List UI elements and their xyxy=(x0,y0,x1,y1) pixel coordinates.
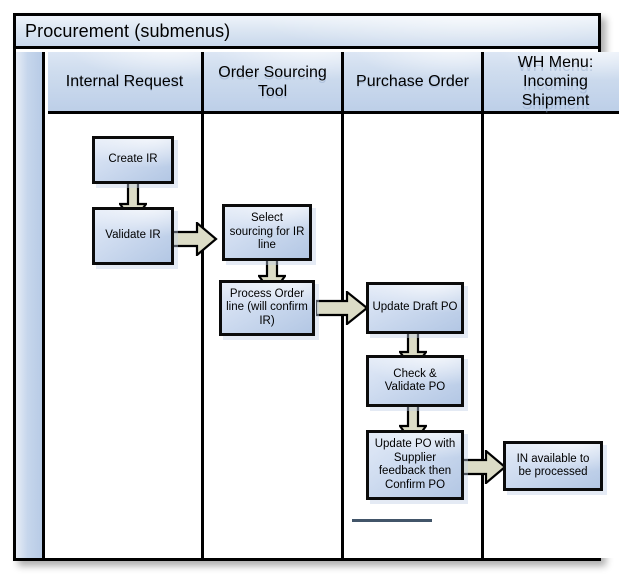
column-header-order-sourcing-tool: Order Sourcing Tool Order Sourcing Tool xyxy=(204,52,341,114)
column-header-internal-request: Internal Request Internal Request xyxy=(48,52,201,114)
edge-update-po-supplier-to-in-available xyxy=(459,450,507,484)
node-label-process-order: Process Order line (will confirm IR) xyxy=(226,287,308,327)
node-label-update-po-supplier: Update PO with Supplier feedback then Co… xyxy=(374,438,456,491)
node-in-available[interactable]: IN available to be processed xyxy=(503,441,603,491)
node-create-ir[interactable]: Create IR xyxy=(92,136,174,184)
node-label-check-validate-po: Check & Validate PO xyxy=(384,367,446,394)
column-header-label-order-sourcing-tool: Order Sourcing Tool xyxy=(218,63,327,100)
swimlane-columns: Internal Request Internal Request Order … xyxy=(48,52,619,558)
node-label-update-draft-po: Update Draft PO xyxy=(372,301,458,314)
render-artifact xyxy=(352,519,432,522)
edge-process-order-to-update-draft-po xyxy=(316,291,369,325)
edge-validate-ir-to-select-sourcing xyxy=(170,222,218,256)
page-title: Procurement (submenus) xyxy=(25,20,231,41)
column-header-purchase-order: Purchase Order Purchase Order xyxy=(344,52,481,114)
swimlane-label-strip xyxy=(16,52,45,558)
node-label-validate-ir: Validate IR xyxy=(105,229,161,242)
swimlane-internal-request: Internal Request Internal Request xyxy=(48,52,204,558)
column-header-label-internal-request: Internal Request xyxy=(65,73,184,90)
node-select-sourcing[interactable]: Select sourcing for IR line xyxy=(222,204,312,261)
node-check-validate-po[interactable]: Check & Validate PO xyxy=(366,355,464,407)
node-label-select-sourcing: Select sourcing for IR line xyxy=(229,212,305,252)
node-label-in-available: IN available to be processed xyxy=(516,452,590,479)
diagram-frame: Procurement (submenus) Internal Request … xyxy=(13,13,619,561)
column-header-label-wh-menu: WH Menu: Incoming Shipment xyxy=(517,54,594,109)
column-header-label-purchase-order: Purchase Order xyxy=(356,73,469,90)
column-header-wh-menu: WH Menu: Incoming Shipment WH Menu: Inco… xyxy=(484,52,619,114)
node-process-order[interactable]: Process Order line (will confirm IR) xyxy=(219,280,315,336)
diagram-title-bar: Procurement (submenus) xyxy=(16,16,598,49)
node-validate-ir[interactable]: Validate IR xyxy=(92,207,174,265)
node-update-po-supplier[interactable]: Update PO with Supplier feedback then Co… xyxy=(366,430,464,500)
node-update-draft-po[interactable]: Update Draft PO xyxy=(366,282,464,334)
node-label-create-ir: Create IR xyxy=(108,153,158,166)
